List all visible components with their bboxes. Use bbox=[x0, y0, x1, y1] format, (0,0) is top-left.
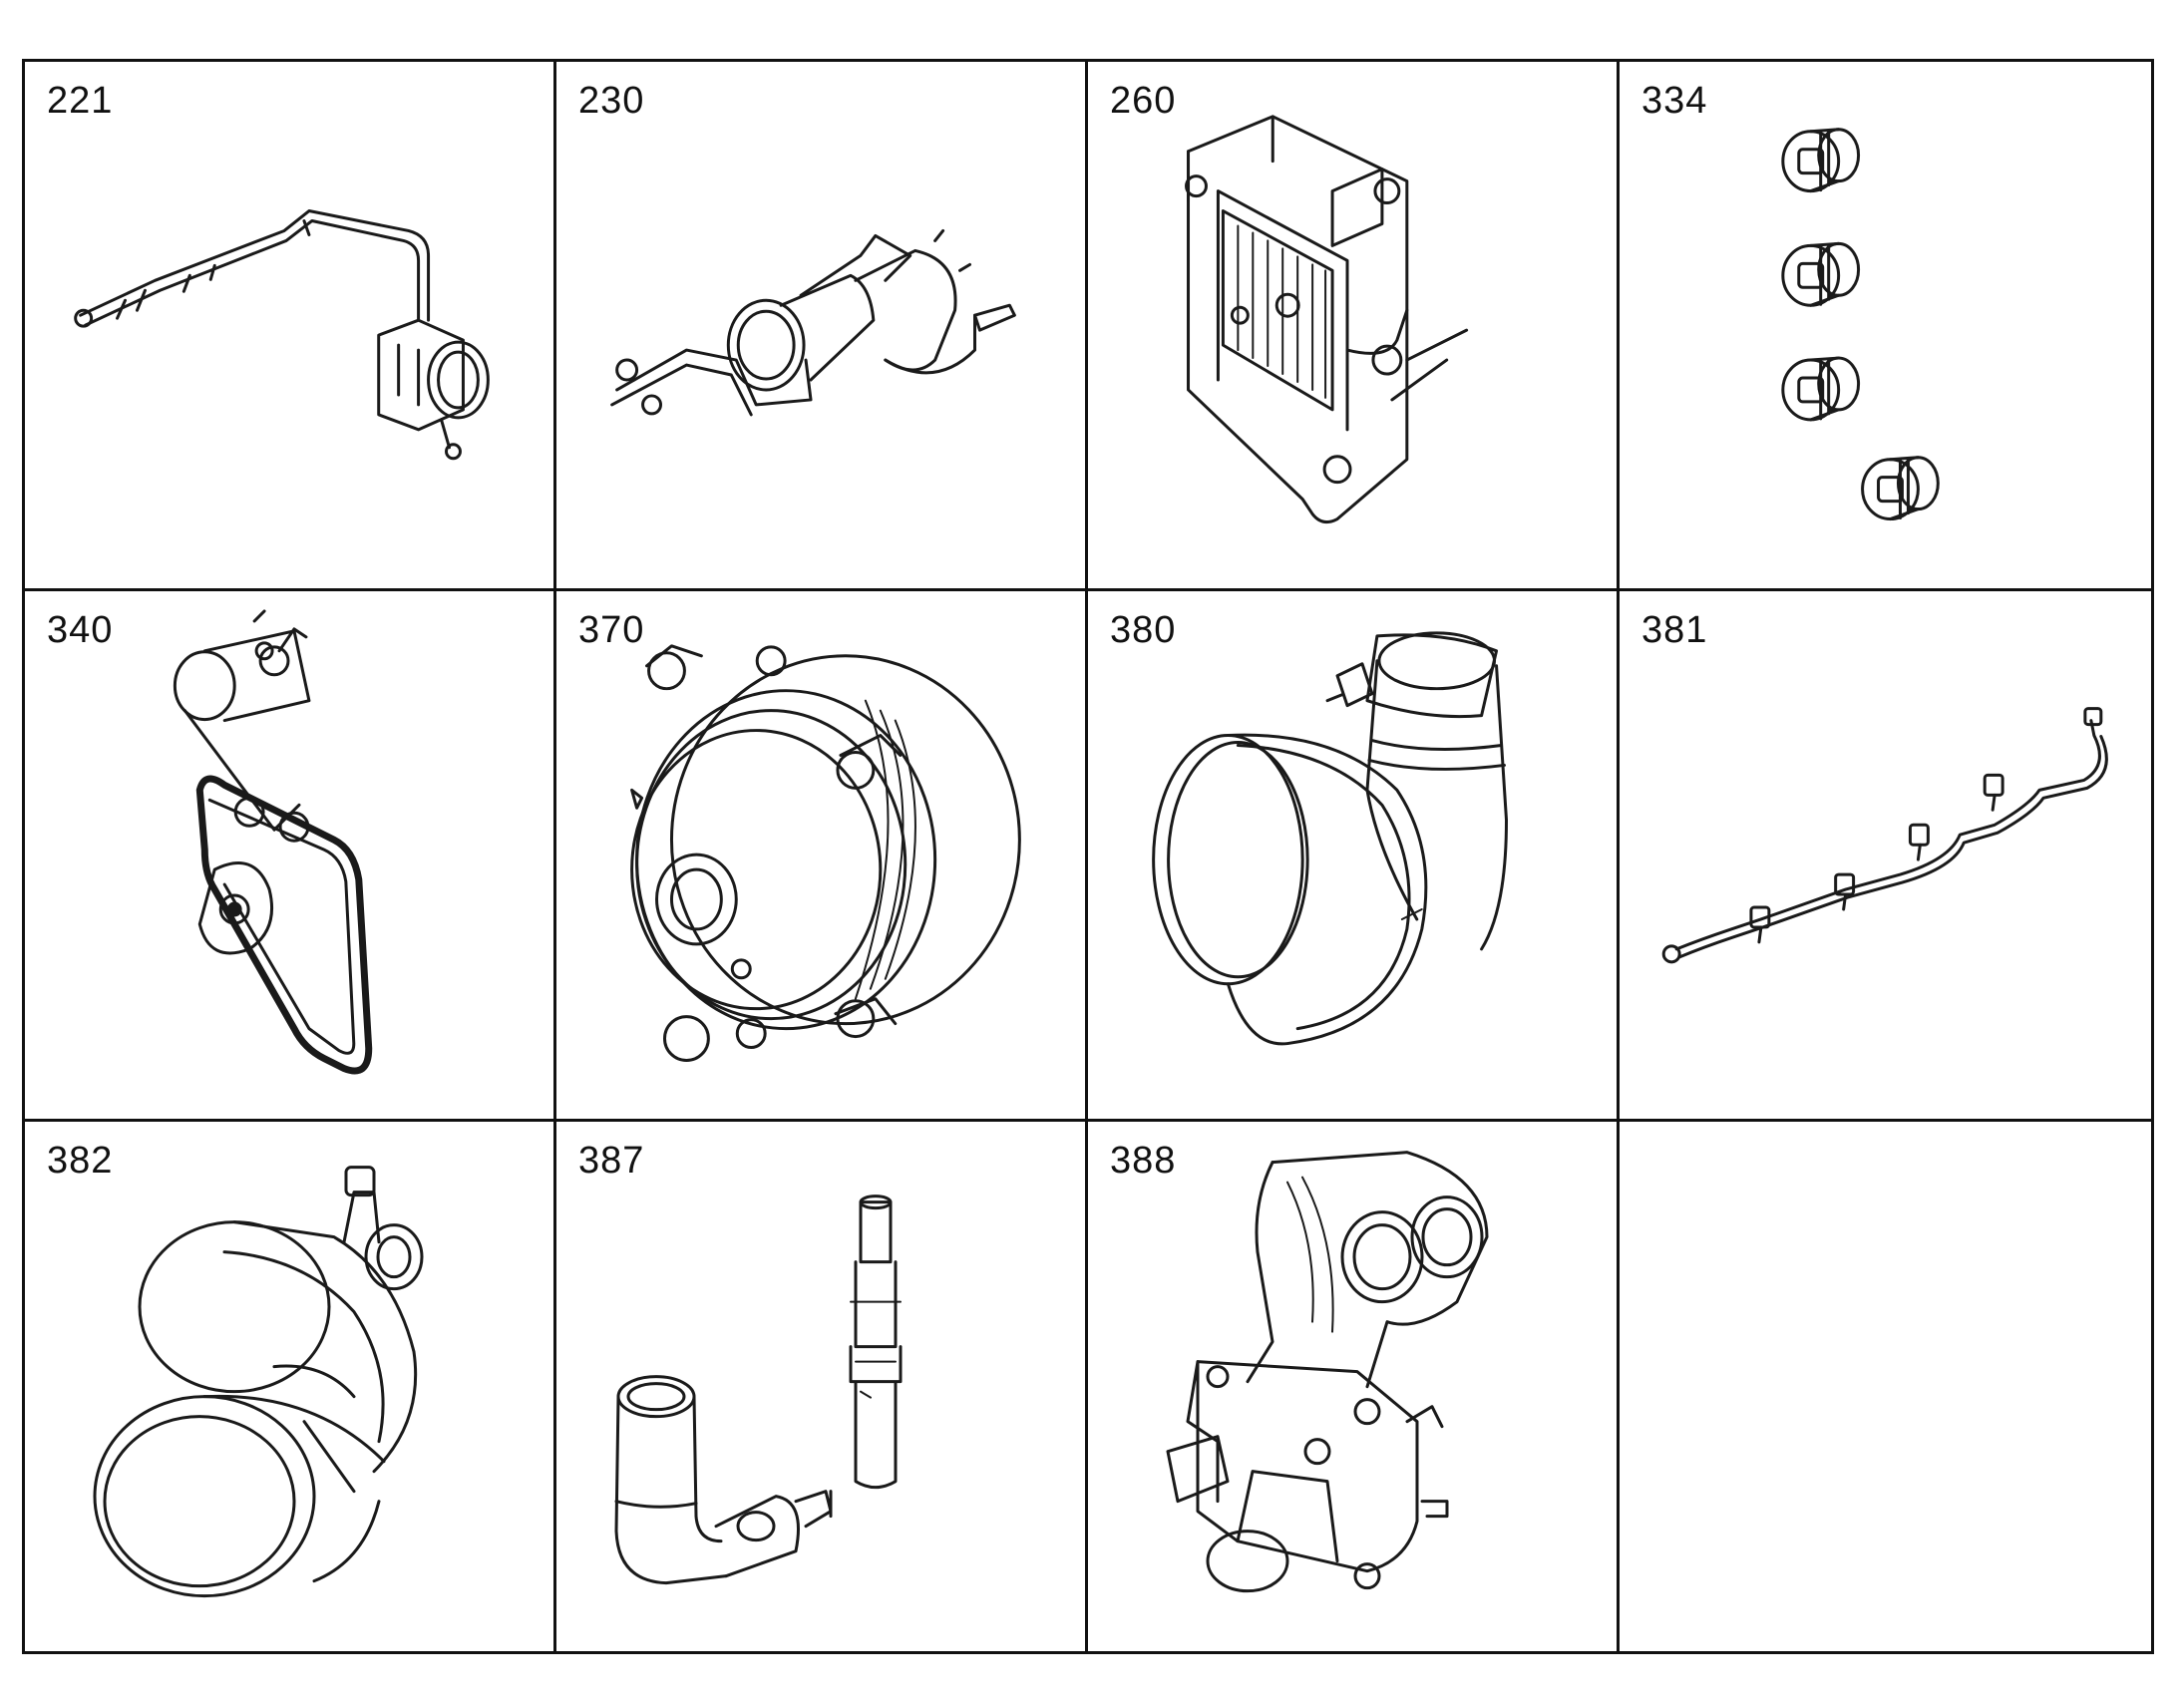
part-cell-370[interactable]: 370 bbox=[556, 591, 1088, 1122]
part-number: 387 bbox=[578, 1139, 645, 1182]
part-cell-380[interactable]: 380 bbox=[1088, 591, 1620, 1122]
part-cell-260[interactable]: 260 bbox=[1088, 62, 1620, 592]
pipe-elbow-and-sensor-icon bbox=[614, 1194, 903, 1584]
part-number: 388 bbox=[1110, 1139, 1177, 1182]
part-cell-340[interactable]: 340 bbox=[25, 591, 556, 1122]
part-number: 382 bbox=[47, 1139, 114, 1182]
part-number: 221 bbox=[47, 80, 114, 122]
coolant-manifold-housing-icon bbox=[1166, 1150, 1489, 1592]
part-number: 340 bbox=[47, 609, 114, 652]
part-number: 260 bbox=[1110, 80, 1177, 122]
water-pump-with-pulley-icon bbox=[630, 644, 1021, 1063]
screw-plugs-icon bbox=[1781, 128, 1940, 521]
part-cell-387[interactable]: 387 bbox=[556, 1121, 1088, 1651]
empty-cell bbox=[1620, 1122, 2151, 1651]
part-number: 370 bbox=[578, 609, 645, 652]
part-number: 381 bbox=[1641, 609, 1708, 652]
oil-cooler-with-flange-icon bbox=[1185, 115, 1469, 524]
wiring-harness-icon bbox=[1661, 707, 2108, 964]
belt-drive-with-tensioner-icon bbox=[173, 609, 373, 1075]
part-cell-382[interactable]: 382 bbox=[25, 1121, 556, 1651]
thermostat-housing-with-elbow-icon bbox=[1152, 631, 1509, 1046]
coolant-pipe-with-clamp-icon bbox=[74, 209, 490, 461]
part-cell-230[interactable]: 230 bbox=[556, 62, 1088, 592]
part-number: 334 bbox=[1641, 80, 1708, 122]
hose-assembly-with-bracket-icon bbox=[610, 228, 1016, 417]
elbow-connector-icon bbox=[93, 1165, 424, 1597]
part-cell-221[interactable]: 221 bbox=[25, 62, 556, 592]
part-cell-388[interactable]: 388 bbox=[1088, 1121, 1620, 1651]
part-cell-334[interactable]: 334 bbox=[1620, 62, 2151, 592]
part-cell-381[interactable]: 381 bbox=[1620, 591, 2151, 1122]
parts-grid: 221 230 260 bbox=[22, 59, 2154, 1654]
part-number: 230 bbox=[578, 80, 645, 122]
part-number: 380 bbox=[1110, 609, 1177, 652]
